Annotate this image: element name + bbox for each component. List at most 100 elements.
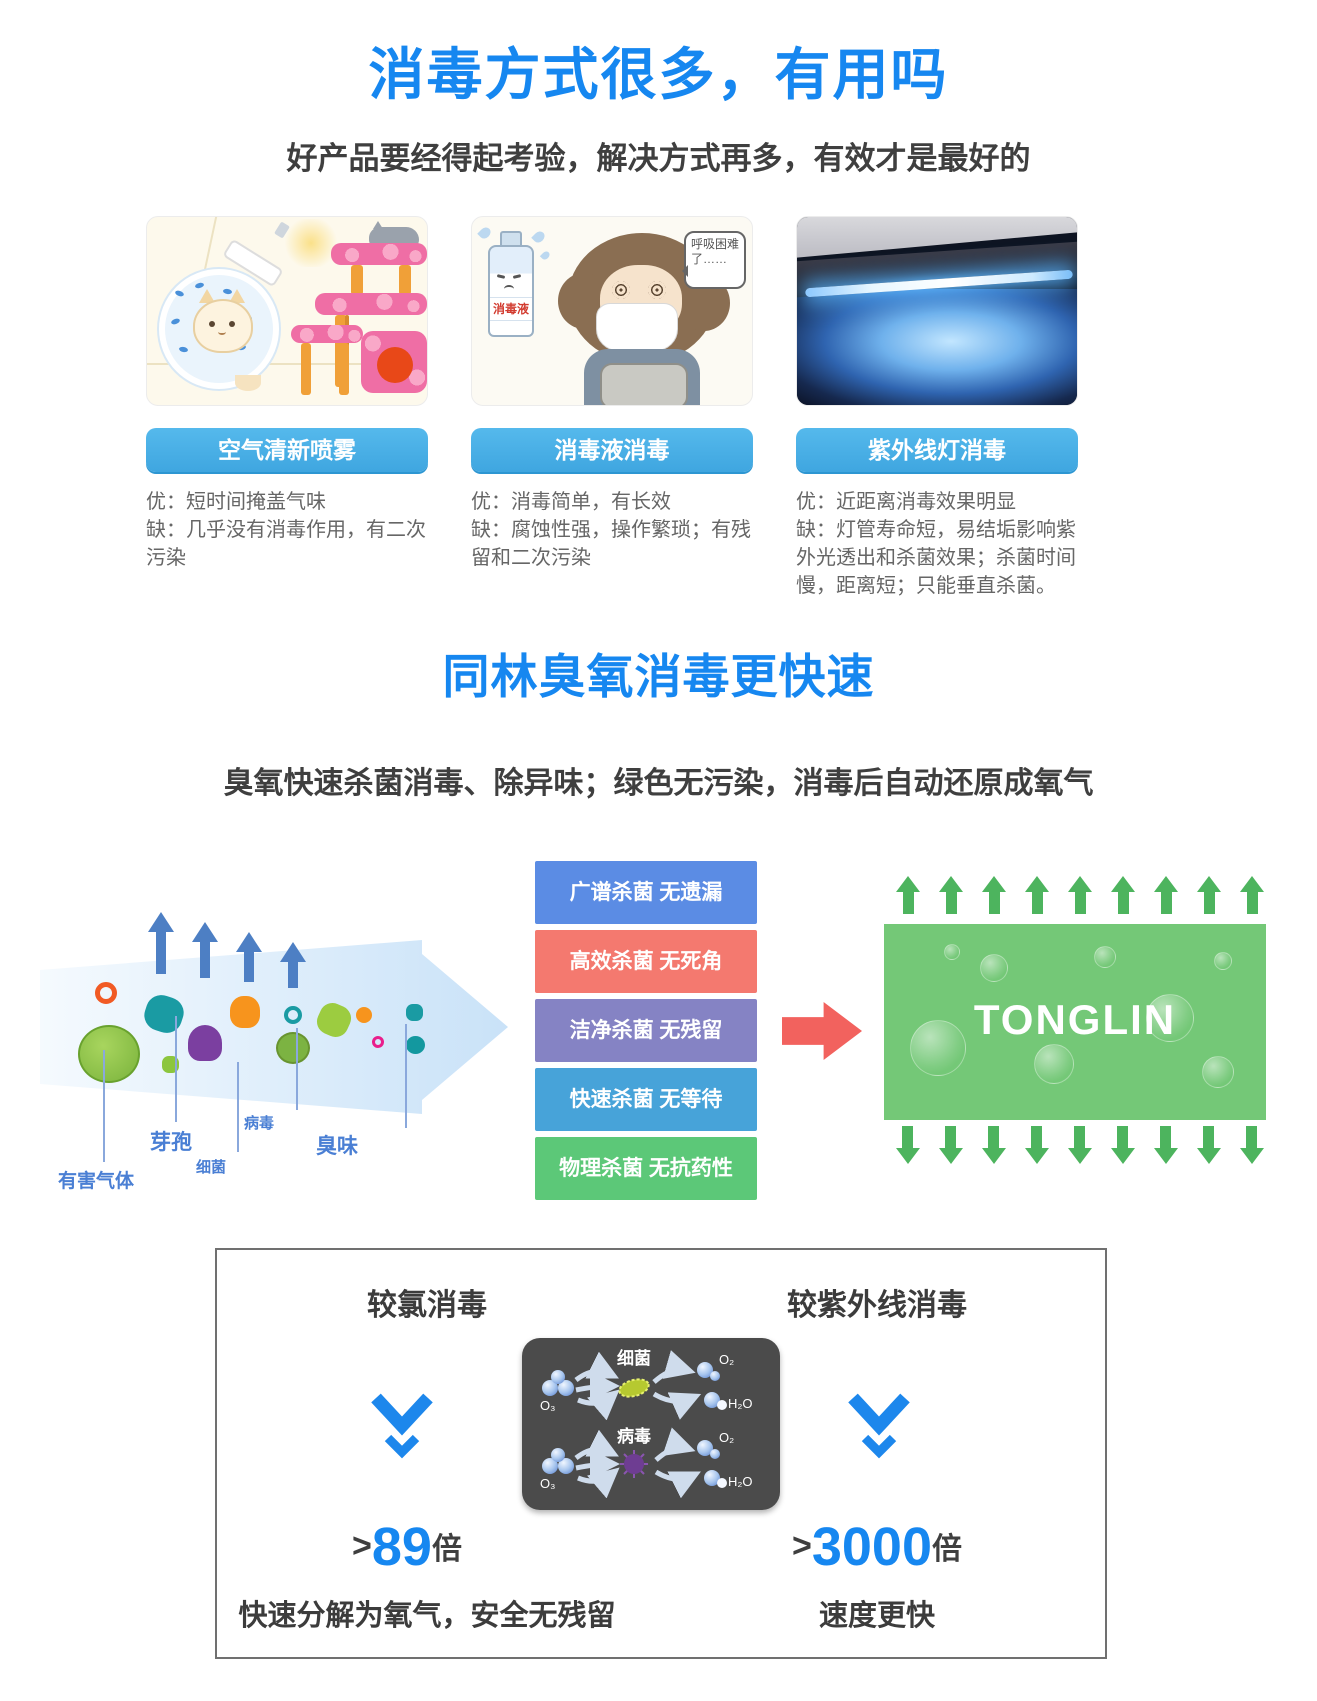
pros-text: 优：消毒简单，有长效 <box>471 491 671 513</box>
ozone-title: 同林臭氧消毒更快速 <box>442 650 875 703</box>
chevron-down-icon <box>848 1393 910 1459</box>
face-mask <box>596 303 678 351</box>
up-arrow-icon <box>148 912 174 974</box>
svg-text:H₂O: H₂O <box>728 1474 753 1489</box>
stat-value: 3000 <box>811 1517 932 1577</box>
floor-line <box>147 363 427 365</box>
green-up-arrow-icon <box>1240 876 1264 914</box>
method-label-liquid: 消毒液消毒 <box>471 428 753 472</box>
callout-line <box>405 1024 407 1128</box>
germ-icon <box>372 1036 384 1048</box>
germ-icon <box>162 1056 179 1073</box>
green-down-arrow-icon <box>1197 1126 1221 1164</box>
stat-uv: >3000倍 <box>737 1516 1017 1578</box>
comparison-box: 较氯消毒 较紫外线消毒 <box>215 1248 1107 1659</box>
green-up-arrow-icon <box>939 876 963 914</box>
svg-text:病毒: 病毒 <box>617 1426 651 1446</box>
cat-tree-stool <box>291 325 363 343</box>
up-arrow-icon <box>192 922 218 978</box>
method-text-uv: 优：近距离消毒效果明显 缺：灯管寿命短，易结垢影响紫外光透出和杀菌效果；杀菌时间… <box>796 488 1078 600</box>
green-up-arrow-icon <box>896 876 920 914</box>
ozone-reaction-panel: O₃ 细菌 O₂ H₂O O₃ <box>522 1338 780 1510</box>
uv-lit-blanket <box>797 289 1077 405</box>
greater-than-sign: > <box>352 1527 372 1565</box>
callout-line <box>175 1016 177 1122</box>
method-card-uv: 紫外线灯消毒 优：近距离消毒效果明显 缺：灯管寿命短，易结垢影响紫外光透出和杀菌… <box>796 216 1078 600</box>
page-subtitle: 好产品要经得起考验，解决方式再多，有效才是最好的 <box>286 141 1031 176</box>
page-title: 消毒方式很多，有用吗 <box>368 43 949 106</box>
ozone-green-panel <box>884 924 1266 1120</box>
reaction-diagram: O₃ 细菌 O₂ H₂O O₃ <box>540 1348 753 1499</box>
flow-arrow <box>40 940 508 1114</box>
benefit-bar: 高效杀菌 无死角 <box>535 930 757 993</box>
spiral-eye <box>612 281 630 299</box>
green-up-arrow-icon <box>982 876 1006 914</box>
pollutant-label: 病毒 <box>244 1115 275 1132</box>
brand-name: TONGLIN <box>973 996 1177 1043</box>
green-down-arrow-icon <box>939 1126 963 1164</box>
cons-text: 缺：灯管寿命短，易结垢影响紫外光透出和杀菌效果；杀菌时间慢，距离短；只能垂直杀菌… <box>796 519 1076 597</box>
method-card-liquid: 消毒液 呼吸困难了…… 消毒液消毒 优：消毒简单，有长效 缺：腐蚀性强，操作繁琐… <box>471 216 753 572</box>
cat-house-hole <box>377 347 413 383</box>
cat-tree-post <box>301 343 311 395</box>
cat-ear <box>199 289 215 303</box>
germ-icon <box>188 1025 222 1061</box>
cat-tail <box>235 375 261 391</box>
cat-head <box>193 299 253 353</box>
greater-than-sign: > <box>792 1527 812 1565</box>
cat-tree-platform <box>315 293 427 315</box>
pros-text: 优：短时间掩盖气味 <box>146 491 326 513</box>
svg-text:H₂O: H₂O <box>728 1396 753 1411</box>
bag <box>600 363 688 405</box>
cat-tree-post <box>399 265 411 295</box>
sweat-drop <box>539 249 552 262</box>
method-text-liquid: 优：消毒简单，有长效 缺：腐蚀性强，操作繁琐；有残留和二次污染 <box>471 488 753 572</box>
pros-text: 优：近距离消毒效果明显 <box>796 491 1016 513</box>
stat-unit: 倍 <box>431 1533 462 1566</box>
pollutant-label: 细菌 <box>196 1159 227 1176</box>
stat-unit: 倍 <box>932 1533 962 1566</box>
pollutant-label: 有害气体 <box>58 1171 135 1192</box>
benefit-bar: 广谱杀菌 无遗漏 <box>535 861 757 924</box>
svg-text:O₃: O₃ <box>540 1398 555 1413</box>
callout-line <box>237 1062 239 1152</box>
germ-icon <box>284 1006 302 1024</box>
callout-line <box>296 1028 298 1110</box>
germ-icon <box>356 1007 372 1023</box>
svg-text:细菌: 细菌 <box>617 1348 651 1368</box>
cons-text: 缺：腐蚀性强，操作繁琐；有残留和二次污染 <box>471 519 751 569</box>
right-arrow-icon <box>782 1002 862 1060</box>
cat-room-illustration <box>146 216 428 406</box>
ozone-subtitle: 臭氧快速杀菌消毒、除异味；绿色无污染，消毒后自动还原成氧气 <box>223 767 1094 800</box>
benefit-bar: 洁净杀菌 无残留 <box>535 999 757 1062</box>
bottle-label: 消毒液 <box>490 297 532 321</box>
speech-bubble: 呼吸困难了…… <box>682 231 746 289</box>
caption-uv: 速度更快 <box>818 1600 935 1632</box>
green-up-arrow-icon <box>1197 876 1221 914</box>
benefit-bar: 物理杀菌 无抗药性 <box>535 1137 757 1200</box>
spray-puff <box>282 219 340 267</box>
callout-line <box>103 1050 105 1162</box>
germ-icon <box>95 982 117 1004</box>
spiral-eye <box>648 281 666 299</box>
green-up-arrow-icon <box>1068 876 1092 914</box>
svg-text:O₂: O₂ <box>719 1352 734 1367</box>
up-arrow-icon <box>236 932 262 982</box>
svg-text:O₃: O₃ <box>540 1476 555 1491</box>
germ-icon <box>276 1032 310 1064</box>
germ-icon <box>406 1004 423 1021</box>
sweat-drop <box>477 225 493 241</box>
cat-tree-post <box>351 265 363 295</box>
cat-ear <box>229 289 245 303</box>
disinfectant-bottle-icon <box>488 245 534 337</box>
green-down-arrow-icon <box>1111 1126 1135 1164</box>
pollutant-label: 芽孢 <box>150 1131 192 1154</box>
green-down-arrow-icon <box>1068 1126 1092 1164</box>
method-label-uv: 紫外线灯消毒 <box>796 428 1078 472</box>
svg-text:O₂: O₂ <box>719 1430 734 1445</box>
caption-chlorine: 快速分解为氧气，安全无残留 <box>238 1600 616 1632</box>
uv-lamp-photo <box>796 216 1078 406</box>
method-card-air-spray: 空气清新喷雾 优：短时间掩盖气味 缺：几乎没有消毒作用，有二次污染 <box>146 216 428 572</box>
cons-text: 缺：几乎没有消毒作用，有二次污染 <box>146 519 426 569</box>
